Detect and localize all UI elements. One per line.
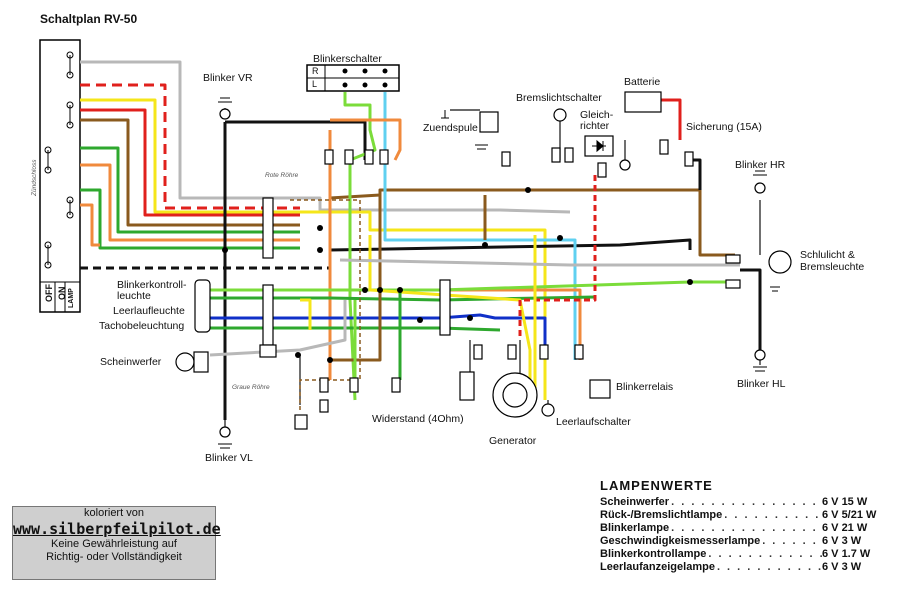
wire-black-right: [329, 238, 692, 252]
label-generator: Generator: [489, 435, 537, 447]
lamp-value: 6 V 5/21 W: [822, 509, 877, 521]
lamp-row: Geschwindigkeismesserlampe 6 V 3 W: [600, 535, 892, 548]
lamp-name: Rück-/Bremslichtlampe: [600, 509, 723, 521]
wire-orange-switch: [330, 118, 402, 161]
wire-gray-head: [209, 300, 347, 357]
wire-red: [80, 108, 300, 217]
wire-green-lower: [210, 280, 735, 292]
headlight-housing: [193, 351, 209, 373]
lamp-value: 6 V 15 W: [822, 496, 868, 508]
wire-black-rear: [740, 268, 762, 355]
label-tachobeleuchtung: Tachobeleuchtung: [99, 320, 185, 332]
label-rote-roehre: Rote Röhre: [265, 172, 299, 179]
instrument-cluster: [194, 279, 211, 333]
label-graue-roehre: Graue Röhre: [232, 384, 270, 391]
blinkerrelais-box: [589, 379, 611, 399]
wire-red-dashed-r: [518, 175, 597, 340]
widerstand-box: [459, 371, 475, 401]
wire-brown: [80, 118, 300, 227]
wire-orange-1: [80, 163, 300, 242]
switch-off-label: OFF: [44, 284, 54, 302]
label-gleichrichter: Gleich- richter: [580, 109, 614, 132]
zuendspule-box: [479, 111, 499, 133]
wire-blue: [210, 313, 547, 350]
label-bremslichtschalter: Bremslichtschalter: [516, 92, 602, 104]
wire-brown-mid: [330, 195, 382, 362]
wire-brown-main: [329, 188, 735, 257]
credit-line-1: koloriert von: [84, 507, 144, 519]
switch-on-label: ON: [57, 286, 67, 301]
label-zuendspule: Zuendspule: [423, 122, 478, 134]
lamp-name: Scheinwerfer: [600, 496, 670, 508]
blinkerschalter: [306, 64, 400, 92]
wire-green-2: [80, 188, 300, 250]
lamp-name: Leerlaufanzeigelampe: [600, 561, 715, 573]
credit-box: koloriert von www.silberpfeilpilot.de Ke…: [12, 506, 221, 580]
wire-black-top: [225, 120, 367, 160]
switch-lamp-label: LAMP: [68, 288, 75, 308]
blinker-hr-lamp: [754, 182, 766, 194]
label-scheinwerfer: Scheinwerfer: [100, 356, 162, 368]
label-blinker-vl: Blinker VL: [205, 452, 253, 464]
tail-lamp: [768, 250, 792, 274]
batterie-box: [624, 91, 662, 113]
lamp-row: Rück-/Bremslichtlampe 6 V 5/21 W: [600, 509, 892, 522]
lamp-value: 6 V 21 W: [822, 522, 868, 534]
leerlaufschalter-symbol: [541, 403, 555, 417]
credit-website: www.silberpfeilpilot.de: [13, 520, 221, 538]
label-widerstand: Widerstand (4Ohm): [372, 413, 464, 425]
lamp-row: Leerlaufanzeigelampe 6 V 3 W: [600, 561, 892, 574]
blinker-vl-lamp: [219, 426, 231, 438]
wire-yellow-2: [300, 298, 312, 330]
label-blinker-hr: Blinker HR: [735, 159, 786, 171]
bremslicht-switch: [553, 108, 567, 122]
gleichrichter-ground: [619, 159, 631, 171]
credit-line-2: Keine Gewährleistung auf: [51, 538, 177, 550]
wire-gray-h: [339, 258, 740, 267]
lamp-name: Blinkerkontrollampe: [600, 548, 707, 560]
lamp-value: 6 V 3 W: [822, 535, 862, 547]
page-title: Schaltplan RV-50: [40, 12, 138, 26]
lamp-row: Blinkerkontrollampe 6 V 1.7 W: [600, 548, 892, 561]
lampenwerte-table: LAMPENWERTE Scheinwerfer 6 V 15 W Rück-/…: [600, 478, 892, 574]
label-switch-l: L: [312, 79, 318, 89]
lamp-value: 6 V 3 W: [822, 561, 862, 573]
label-blinkerkontrollleuchte: Blinkerkontroll- leuchte: [117, 279, 187, 302]
label-leerlaufleuchte: Leerlaufleuchte: [113, 305, 185, 317]
zuendschloss-label: Zündschloss: [31, 159, 38, 197]
blinker-vr-lamp: [219, 108, 231, 120]
lamp-name: Geschwindigkeismesserlampe: [600, 535, 761, 547]
ignition-switch: [39, 39, 81, 313]
headlight: [175, 352, 195, 372]
wire-lightblue-switch: [383, 92, 577, 360]
lamp-value: 6 V 1.7 W: [822, 548, 871, 560]
label-blinker-vr: Blinker VR: [203, 72, 253, 84]
wire-green: [80, 146, 300, 234]
label-blinkerrelais: Blinkerrelais: [616, 381, 674, 393]
label-blinker-hl: Blinker HL: [737, 378, 786, 390]
lamp-row: Blinkerlampe 6 V 21 W: [600, 522, 892, 535]
label-blinkerschalter: Blinkerschalter: [313, 53, 382, 65]
wire-gray: [80, 60, 571, 214]
credit-line-3: Richtig- oder Vollständigkeit: [46, 551, 182, 563]
lampenwerte-heading: LAMPENWERTE: [600, 478, 713, 493]
blinker-hl-lamp: [754, 349, 766, 361]
label-batterie: Batterie: [624, 76, 661, 88]
wire-orange-2: [80, 203, 100, 247]
label-switch-r: R: [312, 66, 319, 76]
lamp-name: Blinkerlampe: [600, 522, 670, 534]
lamp-row: Scheinwerfer 6 V 15 W: [600, 496, 892, 509]
label-leerlaufschalter: Leerlaufschalter: [556, 416, 631, 428]
wire-green-switch: [343, 92, 377, 401]
label-sicherung: Sicherung (15A): [686, 121, 762, 133]
wire-red-yellow: [80, 83, 300, 210]
label-schlusslicht: Schlulicht & Bremsleuchte: [800, 249, 865, 273]
